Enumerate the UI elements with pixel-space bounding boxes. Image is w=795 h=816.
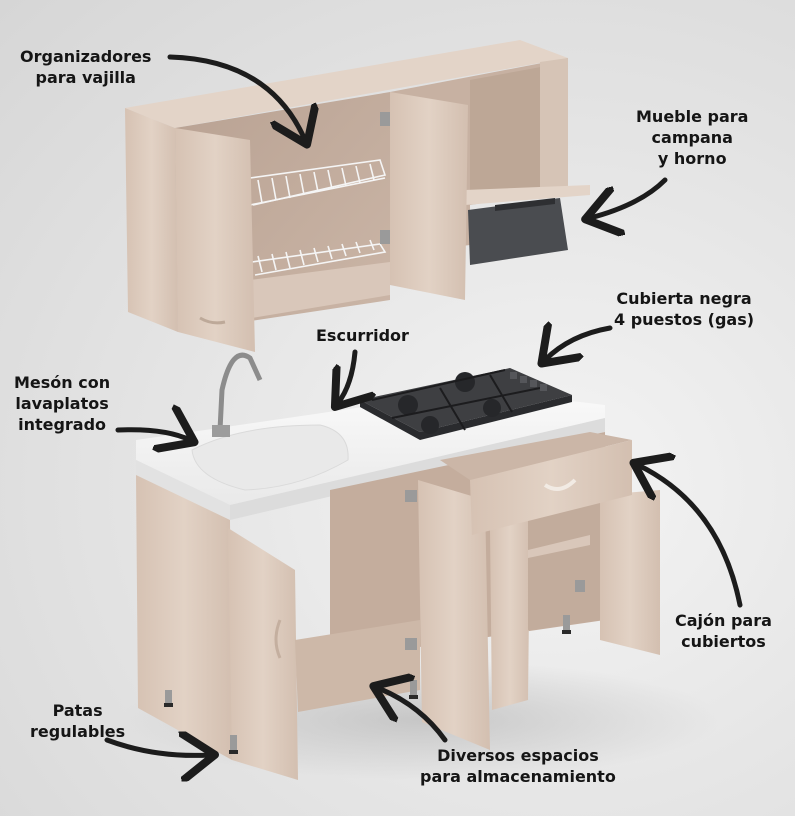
upper-cabinet	[125, 40, 590, 352]
label-drainer: Escurridor	[316, 326, 409, 345]
burner-2	[455, 372, 475, 392]
cutlery-drawer	[440, 432, 632, 535]
arrow-countertop	[115, 430, 190, 440]
lower-left-side	[136, 475, 232, 760]
sink	[191, 424, 349, 491]
arrow-legs	[104, 740, 210, 755]
label-countertop-sink: Mesón con lavaplatos integrado	[14, 373, 111, 434]
base-middle-door	[418, 480, 490, 750]
dish-rack-bottom	[251, 239, 387, 276]
label-cutlery-drawer: Cajón para cubiertos	[675, 611, 772, 651]
label-storage-spaces: Diversos espacios para almacenamiento	[420, 746, 616, 786]
upper-left-door	[175, 128, 255, 352]
burner-3	[421, 416, 439, 434]
label-cooktop: Cubierta negra 4 puestos (gas)	[614, 289, 755, 329]
base-right-door-left	[490, 518, 530, 710]
upper-middle-door	[390, 92, 468, 300]
label-adjustable-legs: Patas regulables	[30, 701, 126, 741]
arrow-cutlery-drawer	[638, 465, 743, 608]
arrow-organizers	[167, 54, 305, 140]
arrow-storage	[378, 688, 448, 743]
label-organizers: Organizadores para vajilla	[20, 47, 152, 87]
burner-4	[483, 399, 501, 417]
range-hood	[468, 198, 568, 265]
sink-cabinet-door	[228, 528, 298, 780]
arrow-drainer	[338, 349, 355, 403]
base-right-door	[600, 490, 660, 655]
annotation-arrows	[104, 54, 743, 755]
dish-rack-top	[249, 159, 387, 206]
lower-cabinet	[136, 352, 660, 780]
gas-cooktop	[360, 368, 572, 440]
faucet	[212, 352, 263, 437]
label-hood-oven-cabinet: Mueble para campana y horno	[636, 107, 749, 168]
burner-1	[398, 395, 418, 415]
arrow-hood-cabinet	[590, 177, 668, 218]
arrow-cooktop	[545, 328, 613, 360]
